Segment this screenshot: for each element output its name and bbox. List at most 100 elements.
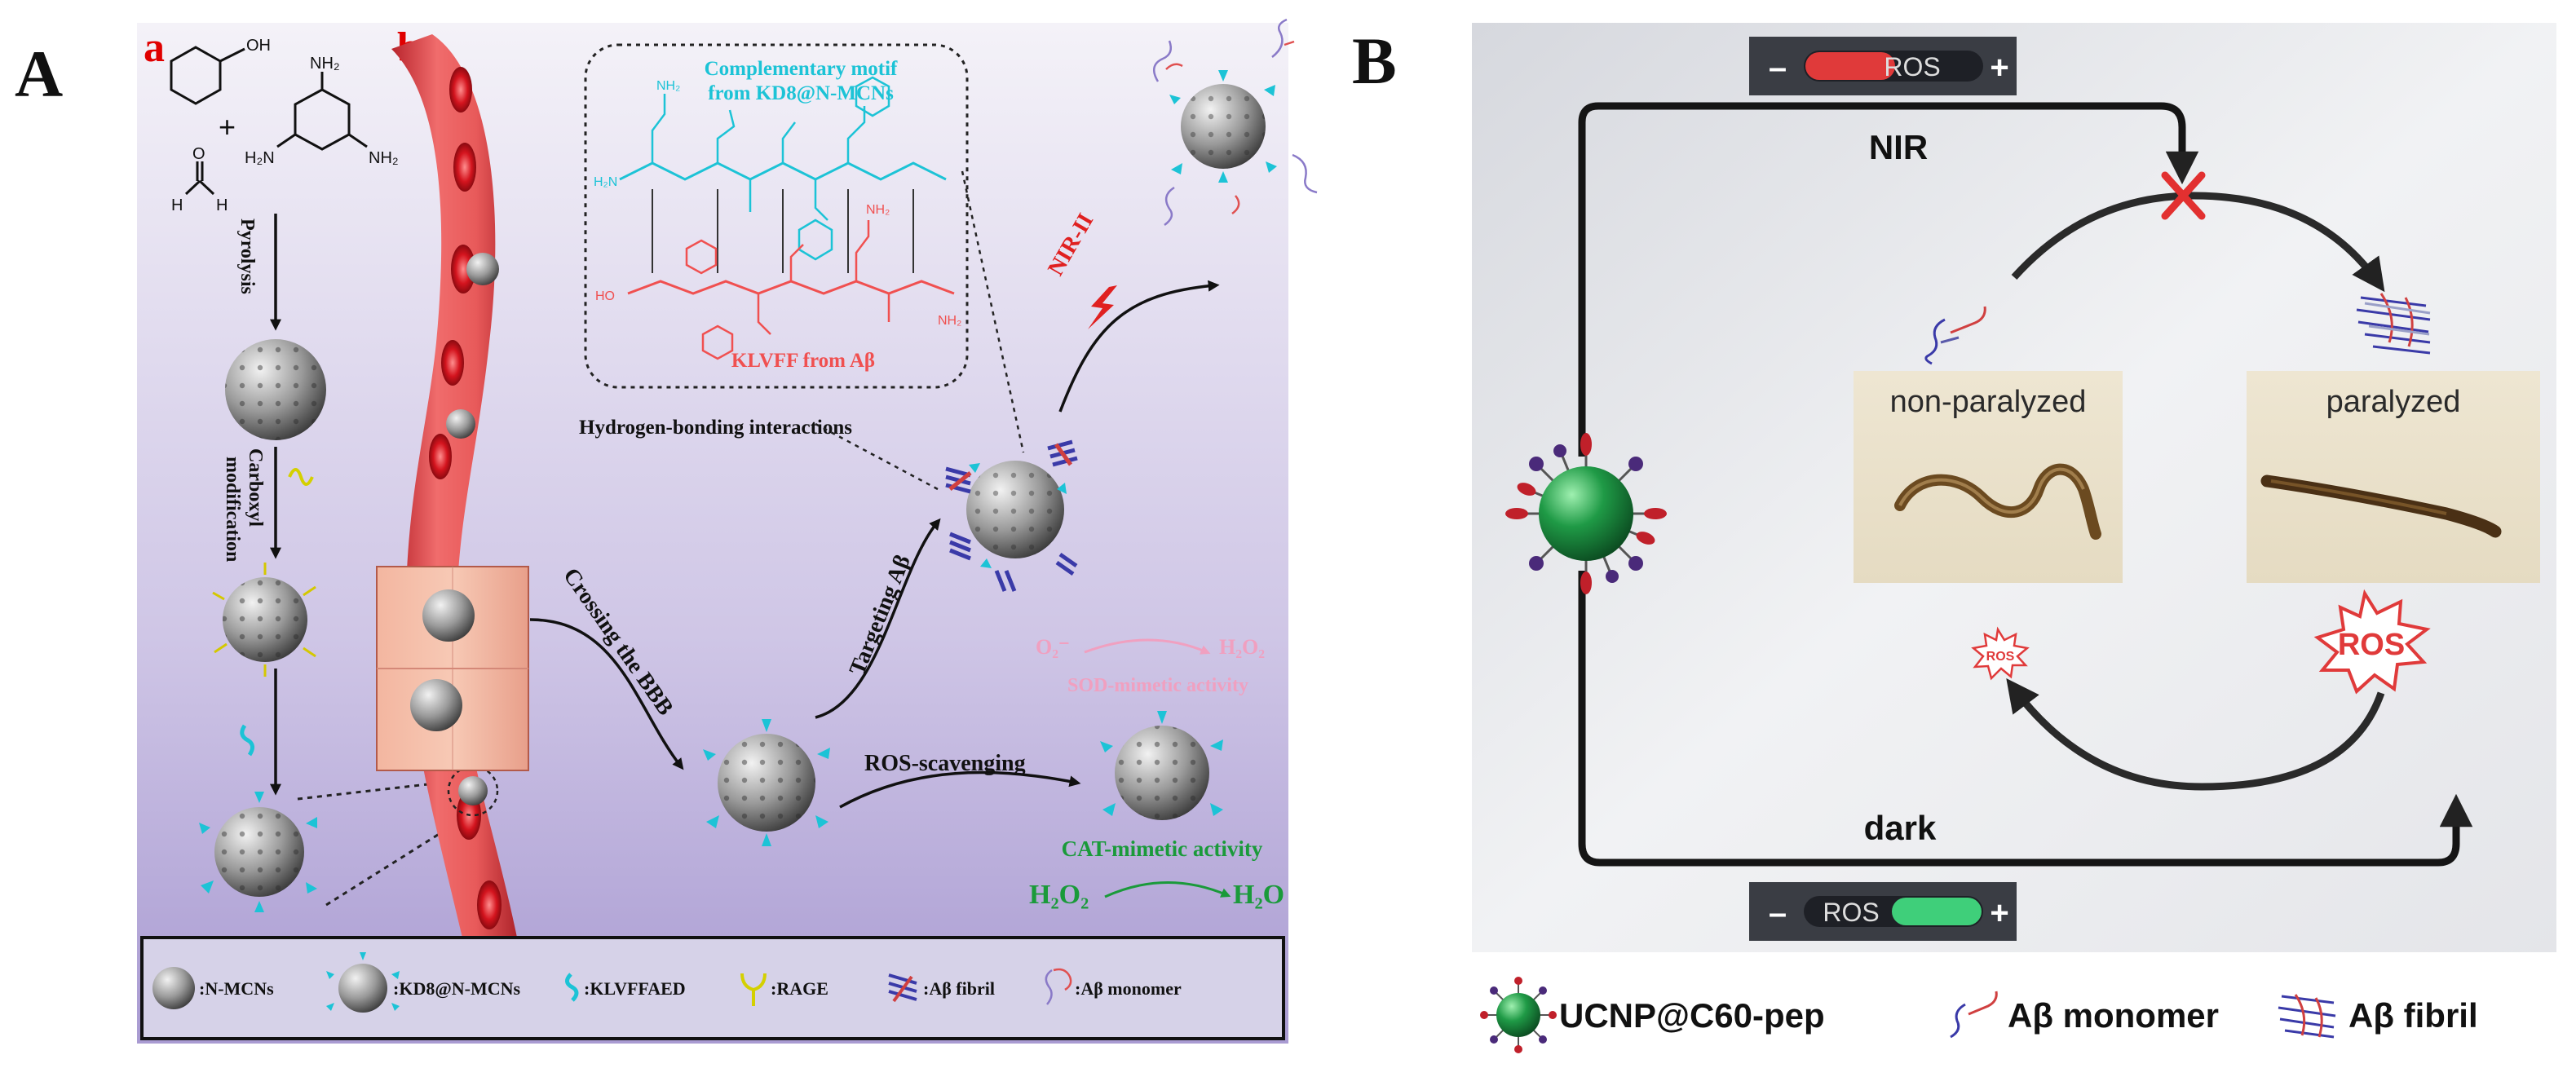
ros-top-minus: – bbox=[1769, 50, 1787, 86]
legend-klvffaed-icon bbox=[565, 973, 579, 1002]
o2-radical-label: O₂⁻ bbox=[1036, 635, 1070, 659]
h2o-label: H₂O bbox=[1233, 880, 1284, 910]
paralyzed-panel: paralyzed bbox=[2247, 371, 2540, 583]
ros-top-label: ROS bbox=[1884, 52, 1940, 82]
klvff-side-chains bbox=[685, 220, 890, 360]
complementary-label-2: from KD8@N-MCNs bbox=[708, 82, 894, 104]
panel-a-background bbox=[137, 23, 1288, 1044]
legend-monomer-label: Aβ monomer bbox=[2008, 996, 2219, 1035]
panel-b: B – ROS + NIR dark bbox=[1352, 23, 2556, 1053]
ros-bottom-label: ROS bbox=[1823, 898, 1879, 927]
kd8-particle-center bbox=[703, 719, 830, 846]
melamine-h2n: H₂N bbox=[245, 149, 275, 167]
kd8-nh2: NH₂ bbox=[656, 79, 680, 93]
legend-rage-icon bbox=[740, 973, 767, 1006]
abeta-fibril-icon bbox=[2356, 293, 2431, 355]
panel-a: A a b OH + O H H NH₂ H₂N NH₂ bbox=[15, 18, 1318, 1044]
legend-kd8: :KD8@N-MCNs bbox=[393, 978, 521, 999]
ros-top-plus: + bbox=[1990, 50, 2008, 86]
klvff-nh2-end: NH₂ bbox=[938, 314, 961, 328]
h2o2-cat-label: H₂O₂ bbox=[1029, 880, 1089, 910]
complementary-label-1: Complementary motif bbox=[705, 58, 898, 80]
ros-bottom-plus: + bbox=[1990, 895, 2008, 931]
formaldehyde-h2: H bbox=[216, 196, 228, 214]
legend-monomer-icon bbox=[1950, 991, 1998, 1039]
legend-n-mcn-icon bbox=[152, 967, 195, 1009]
legend-fibril-icon bbox=[2278, 994, 2336, 1039]
dark-label: dark bbox=[1864, 809, 1937, 847]
nir-release-arrow bbox=[1058, 280, 1220, 413]
legend-abeta-fibril: :Aβ fibril bbox=[923, 978, 995, 999]
interaction-zoom-box bbox=[584, 43, 969, 389]
nir-loop-path bbox=[1578, 102, 2199, 457]
ucnp-c60-pep-particle bbox=[1505, 433, 1667, 594]
ros-bottom-minus: – bbox=[1769, 895, 1787, 931]
kd8-fibril-particle bbox=[945, 439, 1078, 592]
zoom-line-3 bbox=[961, 170, 1025, 453]
ros-scavenging-arrow bbox=[839, 770, 1081, 809]
legend-abeta-monomer-icon bbox=[1045, 968, 1072, 1005]
ros-indicator-bottom: – ROS + bbox=[1749, 882, 2017, 941]
melamine-structure bbox=[276, 72, 368, 151]
panel-a-legend: :N-MCNs :KD8@N-MCNs :KLVFFAED :RAGE :Aβ … bbox=[140, 936, 1285, 1040]
aggregation-arc bbox=[2011, 192, 2385, 293]
carboxylated-particle bbox=[212, 563, 316, 677]
cat-activity-label: CAT-mimetic activity bbox=[1062, 836, 1263, 861]
legend-klvffaed: :KLVFFAED bbox=[584, 978, 686, 999]
ros-big-label: ROS bbox=[2338, 628, 2405, 662]
legend-abeta-fibril-icon bbox=[888, 973, 917, 1003]
panel-b-legend: UCNP@C60-pep Aβ monomer Aβ fibril bbox=[1480, 977, 2478, 1053]
plus-sign: + bbox=[219, 110, 236, 143]
legend-rage: :RAGE bbox=[771, 978, 828, 999]
bbb-crossing-box bbox=[376, 566, 529, 771]
phenol-structure bbox=[170, 46, 245, 105]
legend-abeta-monomer: :Aβ monomer bbox=[1075, 978, 1182, 999]
sod-activity-label: SOD-mimetic activity bbox=[1067, 675, 1248, 696]
phenol-oh: OH bbox=[246, 37, 271, 55]
ros-small-label: ROS bbox=[1986, 650, 2015, 664]
hbond-label: Hydrogen-bonding interactions bbox=[579, 417, 852, 439]
formaldehyde-structure bbox=[184, 161, 215, 196]
paralyzed-label: paralyzed bbox=[2326, 385, 2461, 419]
legend-n-mcn: :N-MCNs bbox=[199, 978, 274, 999]
legend-ucnp-icon bbox=[1480, 977, 1557, 1053]
pyrolysis-label: Pyrolysis bbox=[236, 218, 258, 294]
ros-small-burst: ROS bbox=[1971, 626, 2030, 681]
formaldehyde-h1: H bbox=[171, 196, 183, 214]
melamine-nh2-top: NH₂ bbox=[310, 55, 340, 73]
nir-label: NIR bbox=[1869, 128, 1928, 166]
inhibit-x-icon bbox=[2161, 171, 2206, 220]
legend-fibril-label: Aβ fibril bbox=[2348, 996, 2478, 1035]
non-paralyzed-panel: non-paralyzed bbox=[1854, 371, 2123, 583]
melamine-nh2-right: NH₂ bbox=[369, 149, 399, 167]
n-mcn-particle bbox=[225, 339, 326, 440]
panel-a-letter: A bbox=[15, 37, 63, 111]
klvff-nh2-top: NH₂ bbox=[866, 203, 890, 217]
hydrogen-bond-lines bbox=[652, 189, 914, 273]
ros-scavenging-label: ROS-scavenging bbox=[864, 751, 1026, 776]
zoom-line-1 bbox=[297, 779, 457, 801]
klvffaed-peptide-icon bbox=[240, 724, 254, 757]
released-particle bbox=[1152, 18, 1318, 227]
non-paralyzed-label: non-paralyzed bbox=[1890, 385, 2087, 419]
sod-arrow bbox=[1084, 638, 1211, 655]
klvff-ho: HO bbox=[595, 289, 615, 303]
kd8-particle-left bbox=[199, 792, 317, 912]
formaldehyde-o: O bbox=[192, 145, 205, 163]
crossing-bbb-arrow bbox=[529, 618, 684, 770]
kd8-h2n: H₂N bbox=[594, 175, 617, 189]
lightning-icon bbox=[1088, 285, 1117, 329]
carboxyl-label-1: Carboxyl bbox=[245, 448, 266, 527]
kd8-particle-right bbox=[1100, 711, 1223, 820]
legend-kd8-icon bbox=[326, 952, 400, 1013]
sub-label-a: a bbox=[144, 24, 165, 71]
carboxyl-linker-icon bbox=[288, 468, 314, 486]
h2o2-sod-label: H₂O₂ bbox=[1219, 635, 1265, 659]
ros-big-burst: ROS bbox=[2313, 589, 2431, 695]
legend-ucnp-label: UCNP@C60-pep bbox=[1559, 996, 1825, 1035]
ros-indicator-top: – ROS + bbox=[1749, 37, 2017, 95]
klvff-label: KLVFF from Aβ bbox=[731, 350, 875, 372]
carboxyl-label-2: modification bbox=[222, 457, 243, 562]
targeting-arrow bbox=[815, 518, 941, 719]
